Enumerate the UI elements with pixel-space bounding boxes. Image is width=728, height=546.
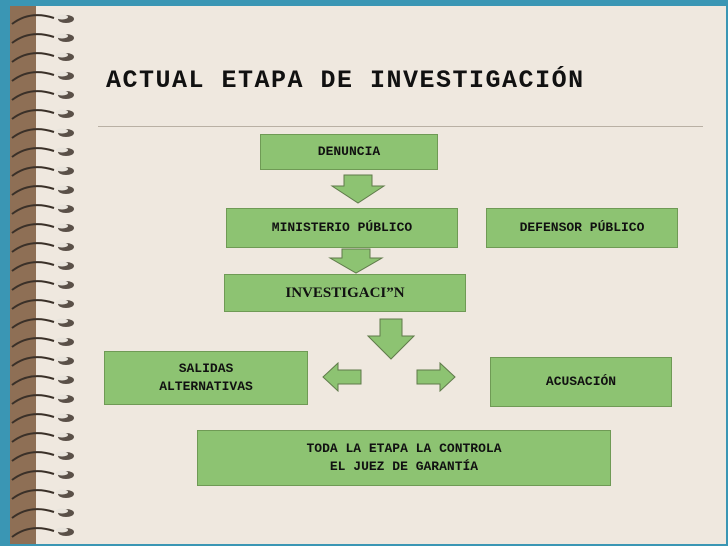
- slide-title: ACTUAL ETAPA DE INVESTIGACIÓN: [106, 66, 585, 95]
- arrow-down-icon: [330, 174, 386, 204]
- node-acusacion: ACUSACIÓN: [490, 357, 672, 407]
- arrow-down-icon: [366, 318, 416, 360]
- title-divider: [98, 126, 703, 127]
- node-ministerio-publico: MINISTERIO PÚBLICO: [226, 208, 458, 248]
- spiral-binding-icon: [11, 14, 74, 538]
- node-juez-de-garantia: TODA LA ETAPA LA CONTROLA EL JUEZ DE GAR…: [197, 430, 611, 486]
- arrow-left-icon: [322, 362, 362, 392]
- node-denuncia: DENUNCIA: [260, 134, 438, 170]
- node-defensor-publico: DEFENSOR PÚBLICO: [486, 208, 678, 248]
- node-salidas-alternativas: SALIDAS ALTERNATIVAS: [104, 351, 308, 405]
- node-investigacion: INVESTIGACI”N: [224, 274, 466, 312]
- arrow-down-icon: [328, 248, 384, 274]
- arrow-right-icon: [416, 362, 456, 392]
- slide: ACTUAL ETAPA DE INVESTIGACIÓN DENUNCIA M…: [10, 6, 726, 544]
